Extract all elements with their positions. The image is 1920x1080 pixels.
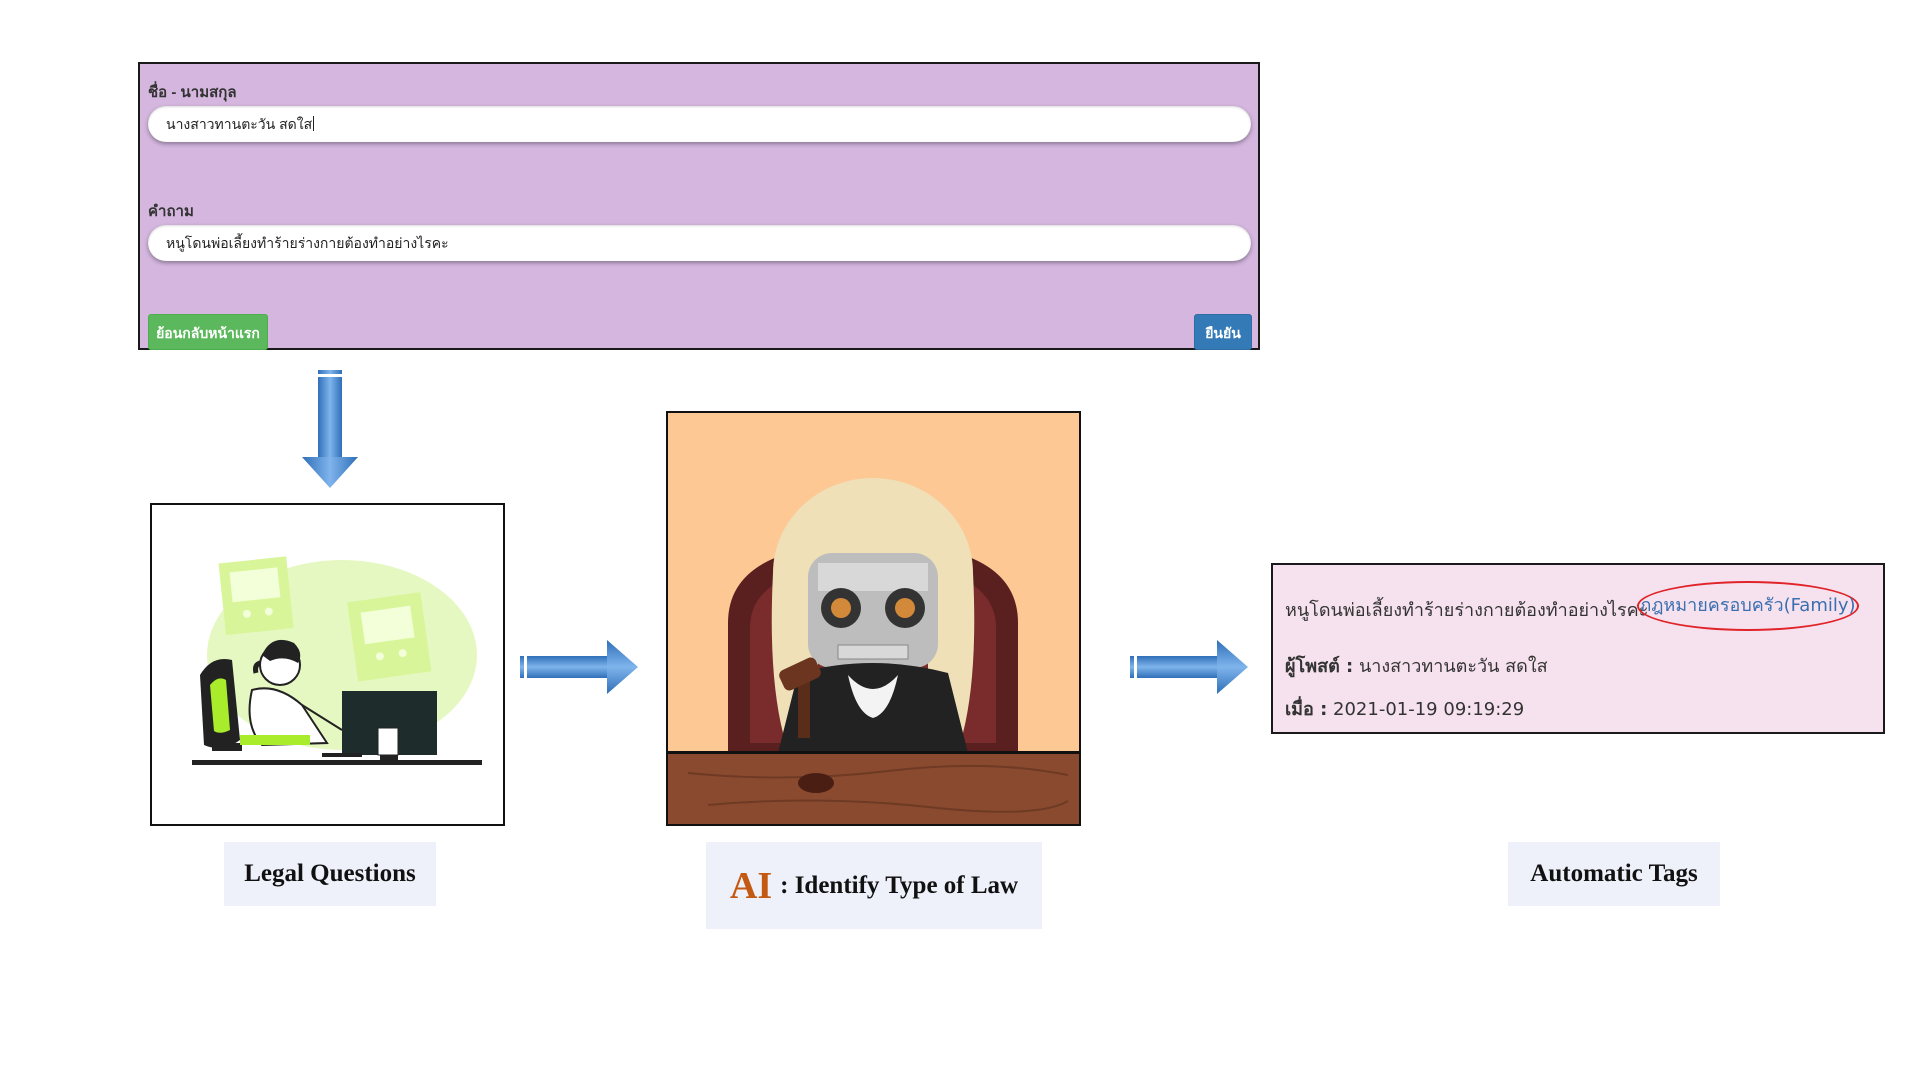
person-at-computer-icon bbox=[192, 556, 482, 765]
name-label: ชื่อ - นามสกุล bbox=[148, 84, 237, 101]
name-input[interactable]: นางสาวทานตะวัน สดใส bbox=[148, 106, 1251, 142]
tagged-post-card: หนูโดนพ่อเลี้ยงทำร้ายร่างกายต้องทำอย่างไ… bbox=[1271, 563, 1885, 734]
down-arrow-icon bbox=[302, 370, 358, 488]
question-input[interactable]: หนูโดนพ่อเลี้ยงทำร้ายร่างกายต้องทำอย่างไ… bbox=[148, 225, 1251, 261]
poster-value: นางสาวทานตะวัน สดใส bbox=[1358, 656, 1548, 677]
right-arrow-icon bbox=[520, 640, 638, 694]
poster-label: ผู้โพสต์ : bbox=[1285, 656, 1354, 677]
time-label: เมื่อ : bbox=[1285, 699, 1328, 720]
question-input-value: หนูโดนพ่อเลี้ยงทำร้ายร่างกายต้องทำอย่างไ… bbox=[166, 235, 449, 251]
caption-ai-rest: : Identify Type of Law bbox=[780, 871, 1019, 899]
user-illustration bbox=[150, 503, 505, 826]
time-value: 2021-01-19 09:19:29 bbox=[1333, 699, 1525, 720]
caption-ai-identify: AI: Identify Type of Law bbox=[706, 842, 1042, 929]
robot-judge-icon bbox=[668, 413, 1079, 824]
caption-automatic-tags: Automatic Tags bbox=[1508, 842, 1720, 906]
law-type-tag[interactable]: กฎหมายครอบครัว(Family) bbox=[1637, 581, 1859, 631]
post-question-text: หนูโดนพ่อเลี้ยงทำร้ายร่างกายต้องทำอย่างไ… bbox=[1285, 600, 1649, 621]
confirm-button[interactable]: ยืนยัน bbox=[1194, 314, 1252, 350]
text-caret bbox=[313, 116, 315, 131]
name-input-value: นางสาวทานตะวัน สดใส bbox=[166, 116, 313, 132]
time-row: เมื่อ : 2021-01-19 09:19:29 bbox=[1285, 694, 1524, 723]
robot-judge-illustration bbox=[666, 411, 1081, 826]
poster-row: ผู้โพสต์ : นางสาวทานตะวัน สดใส bbox=[1285, 651, 1548, 680]
back-home-button[interactable]: ย้อนกลับหน้าแรก bbox=[148, 314, 268, 350]
right-arrow-icon bbox=[1130, 640, 1248, 694]
caption-legal-questions: Legal Questions bbox=[224, 842, 436, 906]
question-label: คำถาม bbox=[148, 203, 194, 220]
caption-ai-prefix: AI bbox=[729, 864, 773, 907]
question-form: ชื่อ - นามสกุล นางสาวทานตะวัน สดใส คำถาม… bbox=[138, 62, 1260, 350]
